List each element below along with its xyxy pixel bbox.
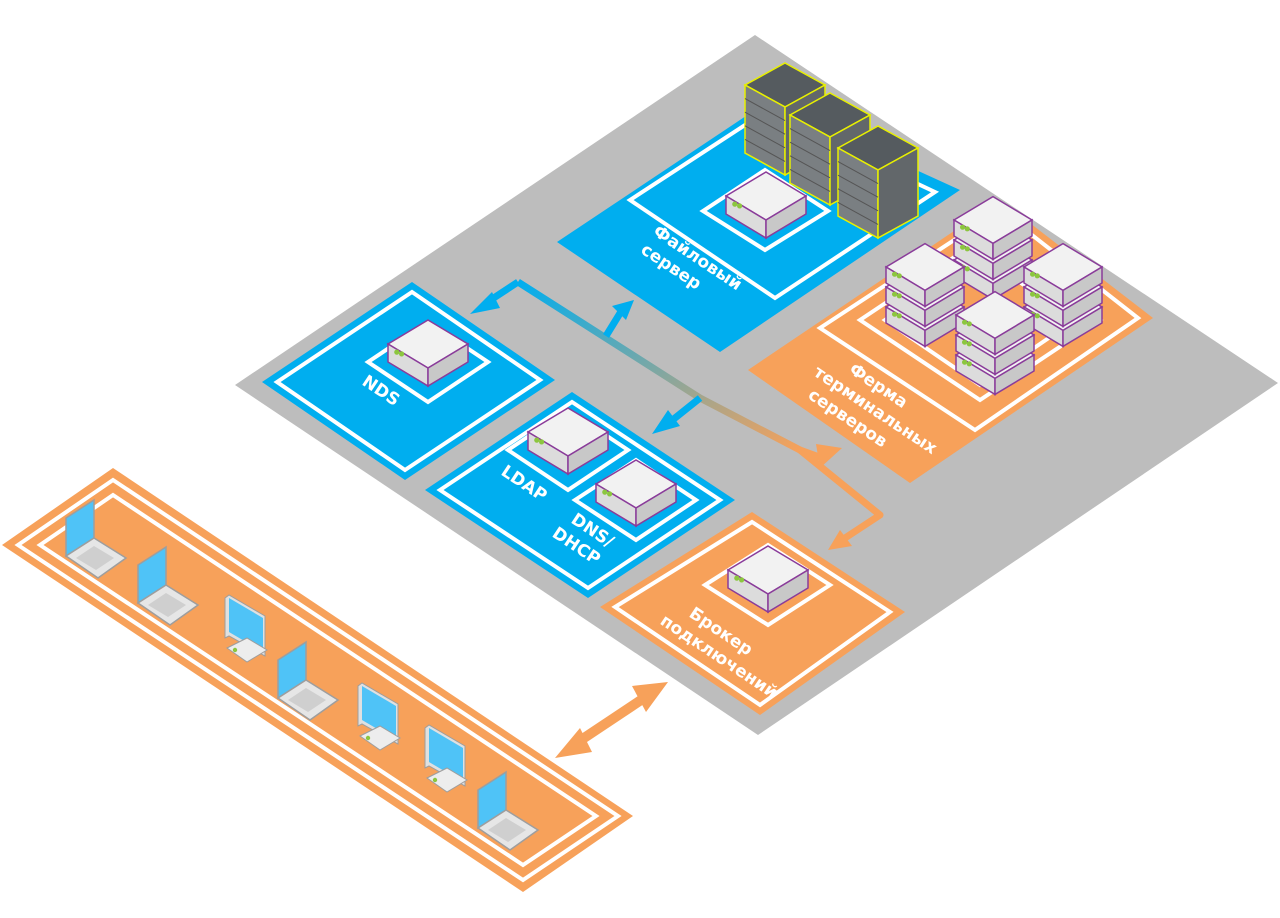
zone-ldap-dns: LDAP DNS/ DHCP — [425, 392, 735, 598]
laptop-icon — [136, 545, 200, 626]
storage-rack-icon — [836, 125, 920, 240]
server-icon — [952, 195, 1034, 261]
laptop-icon — [64, 498, 128, 579]
monitor-icon — [224, 594, 268, 663]
server-icon — [884, 242, 966, 308]
devices — [64, 62, 1104, 851]
server-icon — [726, 545, 810, 614]
server-icon — [724, 171, 808, 240]
zone-nds: NDS — [262, 282, 555, 480]
server-icon — [386, 319, 470, 388]
server-icon — [594, 459, 678, 528]
connection-arrows — [470, 279, 884, 758]
laptop-icon — [476, 770, 540, 851]
laptop-icon — [276, 640, 340, 721]
directory-server-icon — [526, 407, 610, 476]
arrow-to-ldap-zone — [667, 395, 703, 425]
monitor-icon — [357, 682, 401, 751]
arrow-to-broker — [797, 447, 884, 541]
arrow-to-file-server — [603, 308, 625, 338]
server-icon — [1022, 242, 1104, 308]
platform — [235, 35, 1278, 735]
arrow-broker-clients — [569, 689, 653, 751]
monitor-icon — [424, 724, 468, 793]
server-icon — [954, 290, 1036, 356]
